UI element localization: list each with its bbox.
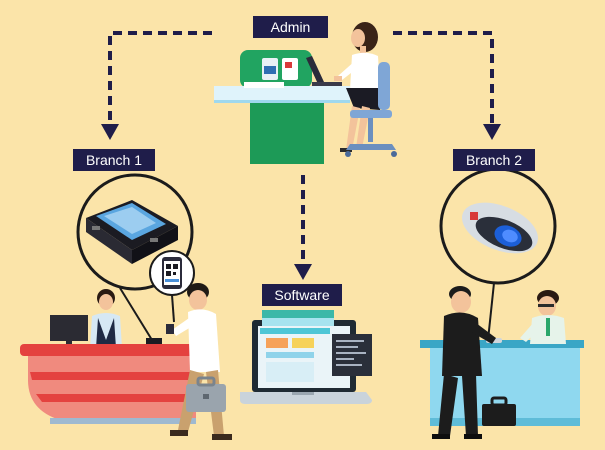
qr-phone-icon <box>162 257 182 289</box>
scanner-box-2 <box>282 58 298 80</box>
briefcase-icon-2 <box>482 396 516 426</box>
branch1-receptionist-face <box>99 294 113 310</box>
branch1-card-reader <box>146 338 162 346</box>
admin-label: Admin <box>253 16 328 38</box>
branch1-counter-stripe-1 <box>30 372 196 380</box>
admin-chair-wheel-1 <box>345 151 351 157</box>
branch2-label: Branch 2 <box>453 149 535 171</box>
branch2-customer-legs <box>438 374 478 436</box>
app-code-line-4 <box>336 358 354 360</box>
app-code-line-3 <box>336 352 366 354</box>
app-code-line-5 <box>336 364 362 366</box>
admin-woman-neck <box>360 46 366 54</box>
branch2-clerk-tie <box>546 318 550 336</box>
arrowheads <box>101 124 501 280</box>
app-window-back <box>262 310 334 320</box>
branch2-customer-jacket <box>442 312 482 376</box>
app-header-bar <box>260 328 330 334</box>
admin-woman-arm <box>338 60 360 80</box>
branch2-clerk-arm <box>520 322 540 342</box>
laptop-base-notch <box>292 392 314 395</box>
branch1-label: Branch 1 <box>73 149 155 171</box>
scanner-box-1-front <box>264 66 276 74</box>
admin-laptop-screen <box>306 56 324 84</box>
admin-chair-seat <box>350 110 392 118</box>
branch1-counter-stripe-2 <box>36 394 196 402</box>
branch1-customer-face <box>189 290 207 310</box>
branch2-scene <box>420 167 584 439</box>
branch1-scene <box>20 173 232 440</box>
branch1-phone-pointer <box>171 294 175 323</box>
branch2-customer-shoe-1 <box>432 434 450 439</box>
software-label: Software <box>262 284 342 306</box>
branch1-counter-base <box>50 418 196 424</box>
branch1-monitor <box>50 315 88 341</box>
connector-admin-branch2 <box>393 31 494 125</box>
branch1-customer-shoe-1 <box>170 430 188 436</box>
branch1-counter-top <box>20 344 200 356</box>
admin-chair-back <box>378 62 390 110</box>
laptop-base <box>240 392 372 404</box>
fingerprint-scanner-icon <box>462 202 538 254</box>
admin-chair-base <box>346 144 396 150</box>
branch1-customer-shirt <box>188 309 220 372</box>
branch1-counter-body <box>28 356 196 420</box>
branch2-customer-arm <box>468 320 496 344</box>
branch1-customer-phone <box>166 324 174 334</box>
arrowhead-software <box>294 264 312 280</box>
admin-laptop-base <box>312 82 342 86</box>
connector-admin-branch1 <box>108 31 212 125</box>
app-list-block <box>266 362 314 382</box>
app-code-line-2 <box>336 346 358 348</box>
branch2-zoom-pointer <box>487 282 495 341</box>
arrowhead-branch1 <box>101 124 119 140</box>
admin-desk-top <box>214 86 350 102</box>
card-reader-device-icon <box>86 200 178 264</box>
arrowhead-branch2 <box>483 124 501 140</box>
software-scene <box>240 310 372 404</box>
branch1-customer-shoe-2 <box>212 434 232 440</box>
branch2-counter-top <box>420 340 584 348</box>
app-yellow-block <box>292 338 314 348</box>
admin-chair-wheel-2 <box>391 151 397 157</box>
branch1-zoom-pointer <box>119 287 153 341</box>
admin-woman-top <box>350 52 380 90</box>
admin-desk-body <box>250 98 324 164</box>
app-blue-block <box>266 352 314 358</box>
branch2-customer-head <box>451 291 471 313</box>
branch2-clerk-glasses <box>538 304 554 307</box>
briefcase-icon <box>186 376 226 412</box>
branch2-customer-shoe-2 <box>464 434 482 439</box>
admin-desk-top-edge <box>214 100 350 103</box>
admin-woman-hand <box>334 76 342 81</box>
admin-paper <box>244 82 284 88</box>
admin-chair-stem <box>368 118 373 142</box>
branch1-receptionist-vest <box>96 318 116 348</box>
connectors <box>108 31 494 265</box>
app-code-line-1 <box>336 340 364 342</box>
admin-woman-face <box>351 29 365 47</box>
branch1-customer-arm <box>172 316 196 336</box>
app-window-back-body <box>262 318 334 326</box>
app-orange-block <box>266 338 288 348</box>
scanner-box-2-logo <box>285 62 292 68</box>
admin-station <box>214 22 397 164</box>
admin-woman-skirt <box>346 88 384 110</box>
